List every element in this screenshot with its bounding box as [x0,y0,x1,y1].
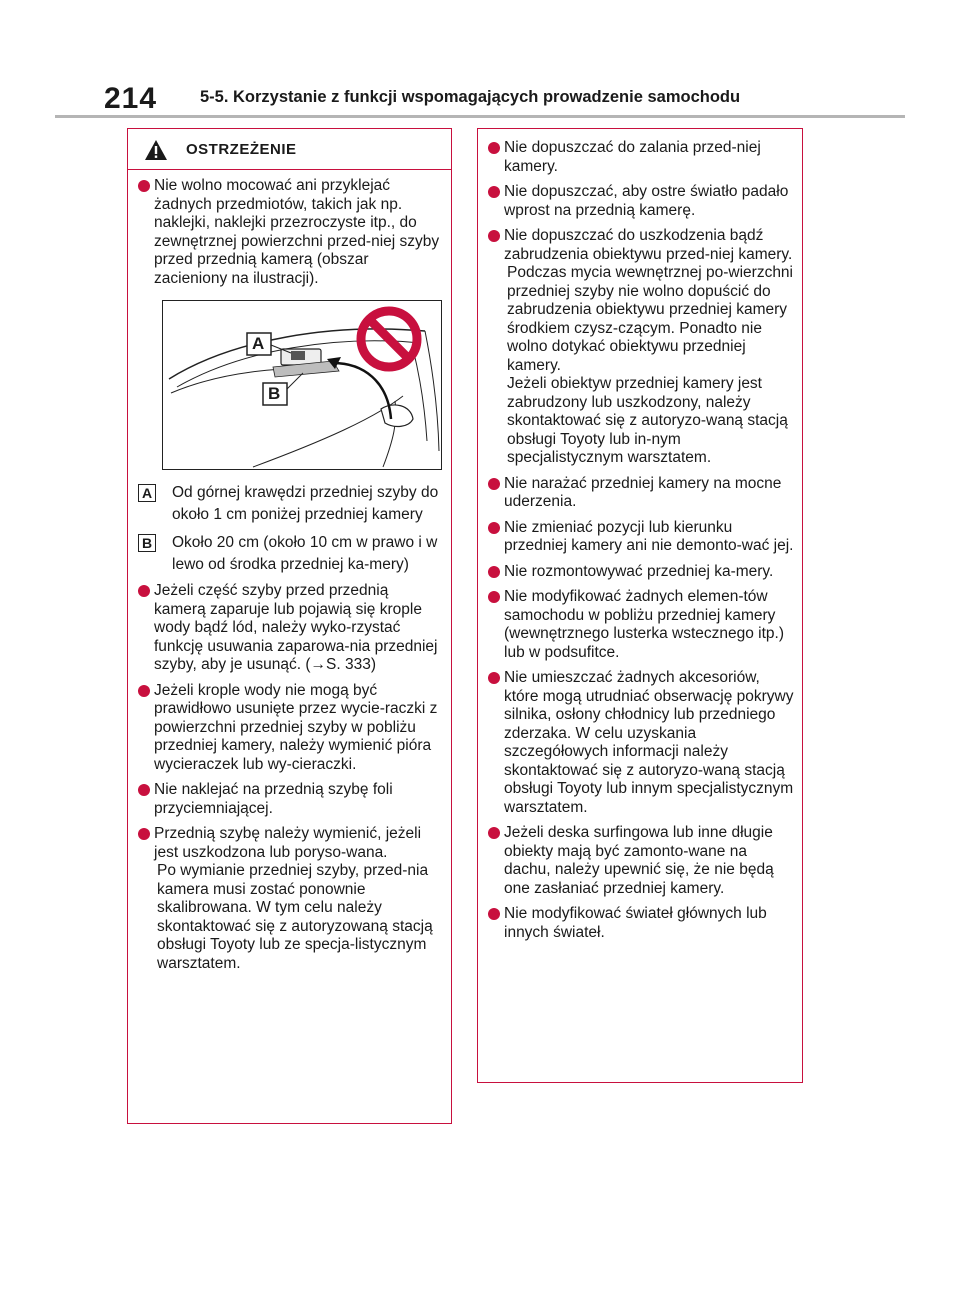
item-subtext: Po wymianie przedniej szyby, przed-nia k… [157,862,433,972]
bullet-icon [488,672,500,684]
item-subtext: Jeżeli obiektyw przedniej kamery jest za… [507,375,788,466]
note-text: Około 20 cm (około 10 cm w prawo i w lew… [172,534,438,573]
item-text: Nie zmieniać pozycji lub kierunku przedn… [504,518,794,555]
list-item: Nie wolno mocować ani przyklejać żadnych… [138,177,443,288]
bullet-icon [488,477,500,490]
windshield-camera-illustration: A B [162,300,442,470]
list-item: Nie modyfikować żadnych elemen-tów samoc… [488,588,794,662]
warning-title: OSTRZEŻENIE [186,141,297,158]
item-text: Nie rozmontowywać przedniej ka-mery. [504,562,774,580]
list-item: Przednią szybę należy wymienić, jeżeli j… [138,825,443,973]
note-badge-a: A [138,484,156,502]
windshield-drawing [168,306,440,468]
warning-triangle-icon [145,140,167,160]
list-item: Nie dopuszczać, aby ostre światło padało… [488,183,794,220]
bullet-icon [488,827,500,839]
note-text: Od górnej krawędzi przedniej szyby do ok… [172,484,439,523]
bullet-icon [138,585,150,597]
bullet-icon [488,521,500,534]
bullet-icon [138,784,150,796]
illus-label-a: A [252,334,265,353]
item-text: Nie modyfikować żadnych elemen-tów samoc… [504,588,784,661]
item-text: Nie dopuszczać, aby ostre światło padało… [504,183,789,219]
header-rule [55,115,905,118]
bullet-icon [138,180,150,192]
list-item: Nie dopuszczać do uszkodzenia bądź zabru… [488,227,794,468]
list-item: Nie dopuszczać do zalania przed-niej kam… [488,139,794,176]
list-item: Jeżeli krople wody nie mogą być prawidło… [138,682,443,775]
warning-header: OSTRZEŻENIE [128,129,451,170]
bullet-icon [138,828,150,840]
item-subtext: Podczas mycia wewnętrznej po-wierzchni p… [507,264,794,374]
illus-label-b: B [268,384,281,403]
item-text: Nie naklejać na przednią szybę foli przy… [154,781,393,817]
item-text: Nie wolno mocować ani przyklejać żadnych… [154,177,440,287]
list-item: Jeżeli część szyby przed przednią kamerą… [138,582,443,675]
note-item: A Od górnej krawędzi przedniej szyby do … [138,482,443,526]
item-text: Przednią szybę należy wymienić, jeżeli j… [154,825,422,861]
bullet-icon [488,230,500,242]
item-text: Nie umieszczać żadnych akcesoriów, które… [504,669,794,816]
list-item: Nie zmieniać pozycji lub kierunku przedn… [488,519,794,556]
item-text: Nie dopuszczać do zalania przed-niej kam… [504,139,761,175]
bullet-icon [488,142,500,154]
item-text: Nie dopuszczać do uszkodzenia bądź zabru… [504,227,793,263]
list-item: Nie umieszczać żadnych akcesoriów, które… [488,669,794,817]
bullet-icon [488,186,500,198]
item-text: Jeżeli krople wody nie mogą być prawidło… [154,681,438,773]
bullet-icon [488,565,500,578]
warning-box-right: Nie dopuszczać do zalania przed-niej kam… [477,128,803,1083]
list-item: Jeżeli deska surfingowa lub inne długie … [488,824,794,898]
item-text: Nie modyfikować świateł głównych lub inn… [504,905,767,941]
item-text: Jeżeli część szyby przed przednią kamerą… [154,582,438,673]
section-title: 5-5. Korzystanie z funkcji wspomagającyc… [200,88,741,106]
note-item: B Około 20 cm (około 10 cm w prawo i w l… [138,532,443,576]
list-item: Nie narażać przedniej kamery na mocne ud… [488,475,794,512]
bullet-icon [138,684,150,697]
item-text: Jeżeli deska surfingowa lub inne długie … [504,824,774,897]
item-text: Nie narażać przedniej kamery na mocne ud… [504,474,782,511]
list-item: Nie naklejać na przednią szybę foli przy… [138,781,443,818]
page-number: 214 [104,82,158,115]
list-item: Nie rozmontowywać przedniej ka-mery. [488,563,794,582]
note-badge-b: B [138,534,156,552]
bullet-icon [488,908,500,920]
list-item: Nie modyfikować świateł głównych lub inn… [488,905,794,942]
bullet-icon [488,591,500,603]
warning-box-left: OSTRZEŻENIE Nie wolno mocować ani przykl… [127,128,452,1124]
